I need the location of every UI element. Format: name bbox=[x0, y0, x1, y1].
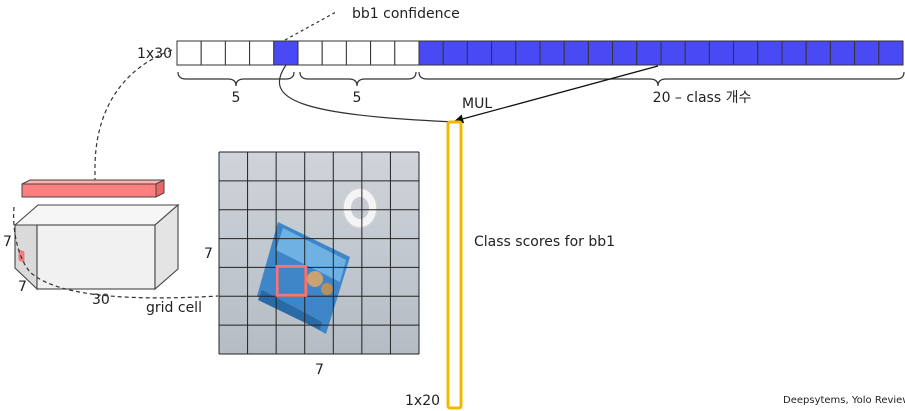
vector-cell bbox=[636, 40, 662, 66]
vector-cell bbox=[345, 40, 372, 66]
tensor-width-label: 7 bbox=[18, 279, 27, 295]
vector-cell bbox=[708, 40, 735, 66]
image-grid-7x7 bbox=[218, 151, 420, 355]
vector-cell bbox=[781, 40, 807, 66]
brace-label-classes: 20 – class 개수 bbox=[653, 90, 752, 106]
class-scores-caption: Class scores for bb1 bbox=[474, 234, 615, 250]
vector-cell bbox=[805, 40, 831, 66]
grid-side-label: 7 bbox=[204, 246, 213, 262]
credit-text: Deepsytems, Yolo Review bbox=[783, 395, 905, 406]
extracted-vector-bar bbox=[21, 179, 165, 198]
vector-cell bbox=[394, 40, 420, 66]
mul-label: MUL bbox=[462, 96, 492, 112]
vector-size-label: 1x30 bbox=[137, 46, 172, 62]
confidence-arrow bbox=[278, 64, 456, 123]
confidence-leader-line bbox=[284, 11, 337, 41]
vector-cell bbox=[176, 40, 202, 66]
brace-label-second: 5 bbox=[353, 90, 362, 106]
confidence-label: bb1 confidence bbox=[352, 6, 460, 22]
vector-cell bbox=[757, 40, 783, 66]
brace-class-20 bbox=[418, 71, 905, 87]
grid-cell-highlight bbox=[275, 264, 308, 297]
vector-cell bbox=[878, 40, 904, 66]
vector-cell bbox=[539, 40, 565, 66]
vector-cell bbox=[491, 40, 517, 66]
tensor-depth-label: 30 bbox=[92, 292, 110, 308]
vector-cell bbox=[829, 40, 856, 66]
vector-cell bbox=[660, 40, 686, 66]
class-prob-arrow bbox=[454, 65, 659, 124]
output-vector-1x30 bbox=[176, 40, 904, 66]
class-scores-bar bbox=[446, 120, 463, 410]
vector-cell bbox=[370, 40, 396, 66]
vector-cell bbox=[854, 40, 880, 66]
vector-cell bbox=[563, 40, 589, 66]
vector-dashed-connector bbox=[94, 49, 173, 182]
vector-cell bbox=[515, 40, 541, 66]
vector-cell bbox=[297, 40, 323, 66]
brace-label-first: 5 bbox=[232, 90, 241, 106]
vector-cell bbox=[418, 40, 444, 66]
tensor-grid-connector bbox=[13, 206, 219, 299]
vector-cell bbox=[466, 40, 493, 66]
tensor-height-label: 7 bbox=[3, 234, 12, 250]
brace-first-5 bbox=[177, 71, 295, 87]
grid-bottom-label: 7 bbox=[315, 362, 324, 378]
output-tensor-box bbox=[13, 203, 180, 291]
brace-second-5 bbox=[299, 71, 417, 87]
vector-cell bbox=[273, 40, 299, 66]
vector-cell bbox=[224, 40, 251, 66]
scores-size-label: 1x20 bbox=[405, 393, 440, 409]
vector-cell bbox=[587, 40, 614, 66]
input-image bbox=[219, 152, 419, 354]
vector-cell bbox=[733, 40, 759, 66]
vector-cell bbox=[612, 40, 638, 66]
grid-cell-label: grid cell bbox=[146, 300, 202, 316]
vector-cell bbox=[684, 40, 710, 66]
vector-cell bbox=[249, 40, 275, 66]
vector-cell bbox=[442, 40, 468, 66]
vector-cell bbox=[321, 40, 347, 66]
vector-cell bbox=[200, 40, 226, 66]
